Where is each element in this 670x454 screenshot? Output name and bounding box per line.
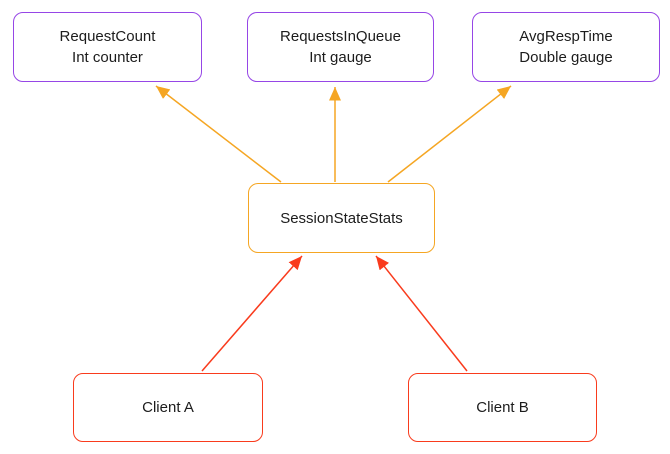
node-subtitle: Int gauge	[309, 49, 372, 66]
node-label: AvgRespTime Double gauge	[519, 26, 612, 68]
node-client-b: Client B	[408, 373, 597, 442]
edge-client-b-to-session-state-stats	[375, 255, 468, 372]
node-label: RequestCount Int counter	[60, 26, 156, 68]
node-title: SessionStateStats	[280, 209, 403, 227]
node-label: Client B	[476, 397, 529, 418]
edge-client-a-to-session-state-stats	[201, 255, 303, 372]
node-title: RequestsInQueue	[280, 28, 401, 45]
node-title: Client A	[142, 399, 194, 416]
node-label: RequestsInQueue Int gauge	[280, 26, 401, 68]
node-client-a: Client A	[73, 373, 263, 442]
node-title: AvgRespTime	[519, 28, 613, 45]
node-session-state-stats: SessionStateStats	[248, 183, 435, 253]
node-label: SessionStateStats	[280, 208, 403, 229]
node-title: RequestCount	[59, 28, 156, 45]
edge-session-state-stats-to-avg-resp-time	[387, 85, 512, 183]
node-title: Client B	[476, 399, 529, 416]
node-subtitle: Double gauge	[519, 49, 613, 66]
node-subtitle: Int counter	[72, 49, 143, 66]
node-label: Client A	[142, 397, 194, 418]
node-avg-resp-time: AvgRespTime Double gauge	[472, 12, 660, 82]
node-requests-in-queue: RequestsInQueue Int gauge	[247, 12, 434, 82]
edge-session-state-stats-to-request-count	[155, 85, 282, 183]
node-request-count: RequestCount Int counter	[13, 12, 202, 82]
